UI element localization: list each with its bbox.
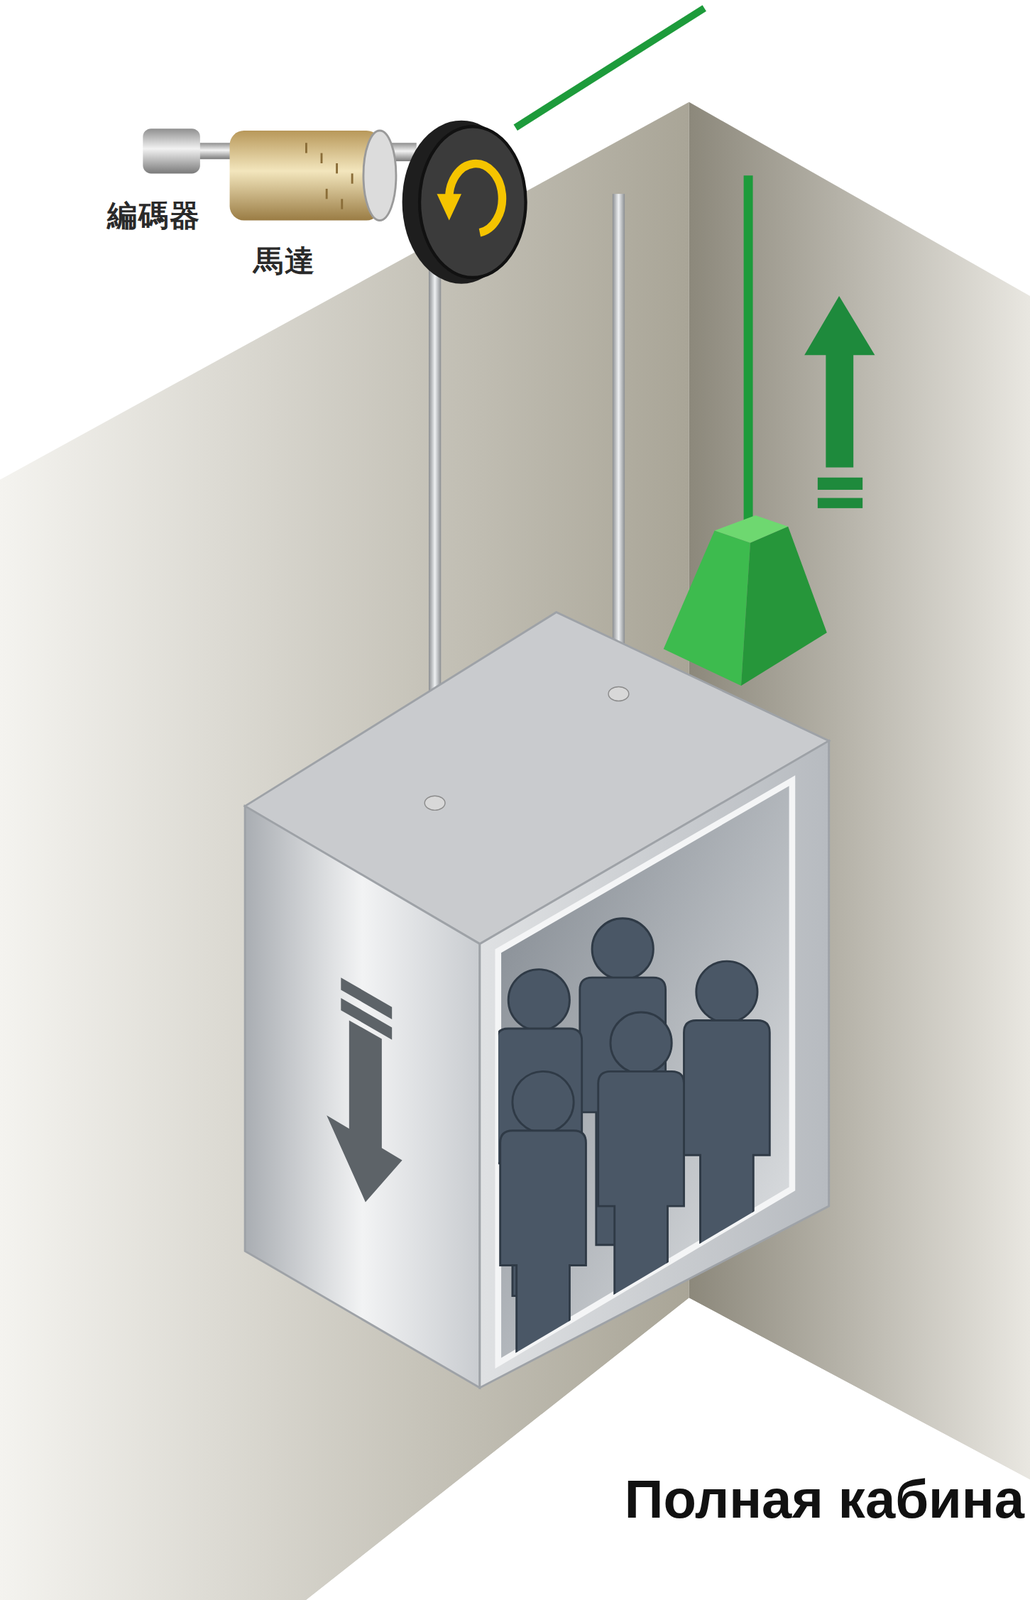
illustration-part	[696, 961, 758, 1023]
counterweight-rope	[515, 8, 705, 128]
counterweight-rod	[743, 175, 754, 529]
caption: Полная кабина	[624, 1467, 1025, 1530]
illustration-part	[683, 961, 770, 1288]
illustration-part	[683, 1020, 770, 1289]
rope-hitch	[424, 795, 446, 810]
illustration-part	[598, 1071, 685, 1339]
illustration-part	[500, 1071, 587, 1398]
illustration-part	[325, 188, 328, 199]
illustration-part	[340, 198, 343, 209]
part-label: 馬達	[253, 241, 316, 282]
motor-fins	[305, 142, 353, 209]
cabin-left	[244, 806, 480, 1388]
counterweight-left	[663, 530, 751, 687]
encoder-shaft	[198, 142, 232, 160]
up-arrow	[804, 296, 875, 468]
illustration-part	[320, 153, 323, 164]
encoder-body	[142, 128, 201, 174]
illustration-part	[305, 142, 308, 153]
illustration-part	[592, 918, 654, 980]
motor-body	[229, 130, 382, 221]
rope-hitch	[608, 686, 629, 701]
rotation-arrowhead	[436, 193, 462, 221]
up-arrow-stripe	[817, 498, 863, 509]
down-arrow	[326, 1020, 402, 1203]
illustration-part	[351, 173, 354, 184]
illustration-part	[500, 1130, 587, 1399]
illustration-part	[512, 1071, 574, 1133]
illustration-part	[335, 163, 338, 174]
part-label: 編碼器	[107, 195, 201, 236]
counterweight-right	[741, 526, 827, 686]
up-arrow-stripe	[817, 477, 863, 490]
sheave	[419, 126, 527, 278]
passengers	[496, 918, 770, 1399]
motor-end	[363, 130, 397, 221]
illustration-part	[610, 1012, 672, 1074]
illustration-part	[598, 1012, 685, 1339]
illustration-part	[508, 969, 570, 1031]
hoist-rope	[612, 193, 625, 693]
